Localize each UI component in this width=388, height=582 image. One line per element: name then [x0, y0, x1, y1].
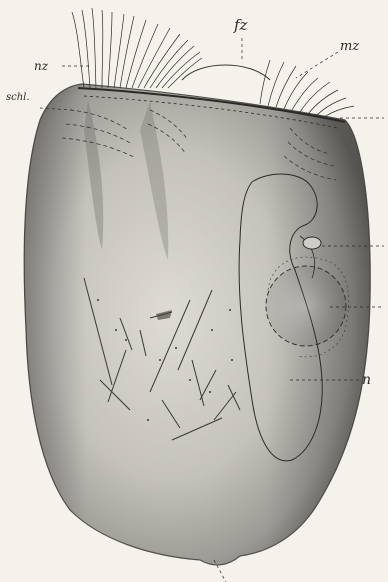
micronucleus: [303, 237, 321, 249]
label-n: n: [362, 372, 371, 388]
label-fz: fz: [233, 16, 248, 34]
label-nz: nz: [34, 59, 49, 73]
label-mz: mz: [340, 39, 359, 54]
contractile-vacuole: [266, 266, 346, 346]
label-schl: schl.: [6, 92, 30, 103]
